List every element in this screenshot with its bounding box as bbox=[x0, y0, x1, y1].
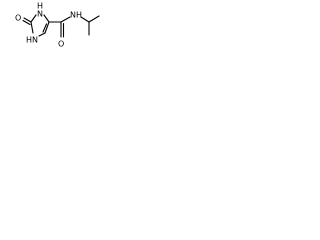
ring-nh-bottom-n-label: N bbox=[32, 36, 38, 45]
bond-ch-me1 bbox=[88, 15, 100, 23]
bond-c2-o bbox=[23, 17, 32, 23]
bond-n-bottom-c2 bbox=[30, 21, 34, 34]
amide-oxygen-label: O bbox=[58, 40, 64, 49]
bond-c2-n-top bbox=[30, 14, 37, 23]
ring-nh-top-n-label: N bbox=[37, 10, 43, 19]
bond-n-ch bbox=[80, 16, 90, 23]
bond-c5-c4-double bbox=[42, 23, 48, 33]
amide-h-label: H bbox=[76, 11, 82, 20]
bond-n-top-c bbox=[43, 14, 50, 23]
bond-c4-n-bottom bbox=[38, 32, 46, 37]
bond-c2-o-double bbox=[22, 19, 31, 26]
bond-c5-c4 bbox=[44, 21, 50, 34]
amide-n-label: N bbox=[70, 11, 76, 20]
bond-amide-c-n bbox=[60, 16, 71, 23]
ring-nh-top-h-label: H bbox=[37, 2, 43, 11]
bond-lines bbox=[22, 14, 100, 38]
ring-nh-bottom-h-label: H bbox=[26, 36, 32, 45]
chemical-structure-diagram: O H N H N N H O bbox=[15, 2, 100, 49]
ring-carbonyl-oxygen-label: O bbox=[15, 14, 21, 23]
